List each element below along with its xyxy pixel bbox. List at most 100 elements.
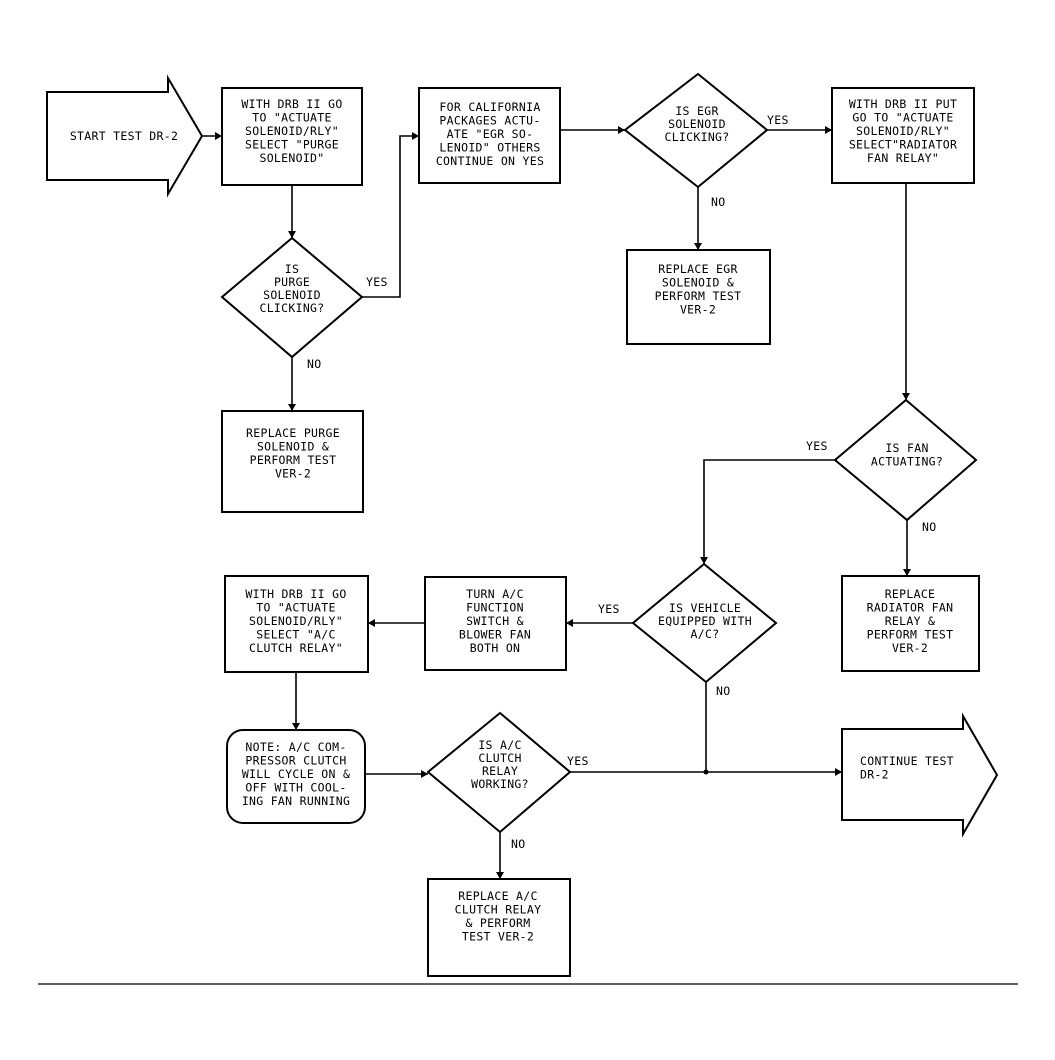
label-line: TO "ACTUATE	[252, 111, 331, 125]
label-line: CLUTCH RELAY	[455, 903, 542, 917]
replace-clutch-box	[427, 878, 571, 977]
arrowhead	[835, 768, 842, 776]
label-line: REPLACE	[885, 587, 936, 601]
arrowhead	[412, 132, 419, 140]
actuate-ac-box	[224, 575, 369, 673]
label-line: PERFORM TEST	[867, 628, 954, 642]
label-line: LENOID" OTHERS	[439, 141, 540, 155]
label-line: FAN RELAY"	[867, 151, 939, 165]
label-line: WITH DRB II PUT	[849, 97, 957, 111]
arrowhead	[903, 569, 911, 576]
arrowhead	[496, 872, 504, 879]
arrowhead	[566, 619, 573, 627]
label-line: & PERFORM	[465, 916, 530, 930]
label-line: CONTINUE TEST	[860, 754, 954, 768]
label-line: SOLENOID"	[259, 151, 324, 165]
arrowhead	[700, 557, 708, 564]
egr-no-label: NO	[711, 195, 725, 209]
fan-decision-diamond	[833, 398, 978, 522]
arrowheads	[215, 126, 911, 879]
label-line: SOLENOID &	[257, 440, 329, 454]
replace-purge-box	[221, 410, 364, 513]
label-line: WORKING?	[471, 777, 529, 791]
label-line: CLUTCH RELAY"	[249, 641, 343, 655]
vehicle-decision-diamond	[631, 562, 778, 684]
start-arrow-shape	[46, 74, 204, 198]
label-line: ATE "EGR SO-	[447, 127, 534, 141]
label-line: TO "ACTUATE	[256, 601, 335, 615]
label-line: SWITCH &	[466, 614, 524, 628]
label-line: EQUIPPED WITH	[658, 614, 752, 628]
label-line: SOLENOID/RLY"	[245, 124, 339, 138]
junction-dot	[703, 769, 709, 775]
label-line: BLOWER FAN	[459, 628, 531, 642]
label-line: PRESSOR CLUTCH	[245, 754, 346, 768]
label-line: BOTH ON	[470, 641, 521, 655]
label-line: SELECT"RADIATOR	[849, 138, 957, 152]
label-line: IS A/C	[478, 738, 521, 752]
label-line: SOLENOID &	[662, 276, 734, 290]
label-line: SOLENOID	[263, 288, 321, 302]
replace-fan-box	[841, 575, 980, 672]
label-line: CLICKING?	[259, 301, 324, 315]
arrowhead	[288, 231, 296, 238]
label-line: NOTE: A/C COM-	[245, 740, 346, 754]
actuate-purge-box	[221, 87, 363, 186]
arrowhead	[618, 126, 625, 134]
label-line: DR-2	[860, 768, 889, 782]
connector-dfan-dvehicle	[703, 459, 835, 564]
label-line: VER-2	[275, 467, 311, 481]
label-line: RADIATOR FAN	[867, 601, 954, 615]
end-arrow-shape	[841, 712, 999, 838]
label-line: REPLACE PURGE	[246, 426, 340, 440]
label-line: TEST VER-2	[462, 930, 534, 944]
label-line: SOLENOID/RLY"	[856, 124, 950, 138]
label-line: FOR CALIFORNIA	[439, 100, 540, 114]
label-line: PACKAGES ACTU-	[439, 114, 540, 128]
arrowhead	[292, 723, 300, 730]
label-line: IS VEHICLE	[669, 601, 741, 615]
label-line: ACTUATING?	[871, 455, 943, 469]
vehicle-yes-label: YES	[598, 602, 620, 616]
arrowhead	[368, 619, 375, 627]
label-line: TURN A/C	[466, 587, 524, 601]
arrowhead	[288, 404, 296, 411]
clutch-decision-diamond	[426, 711, 572, 834]
egr-yes-label: YES	[767, 113, 789, 127]
label-line: A/C?	[691, 627, 720, 641]
label-line: OFF WITH COOL-	[245, 781, 346, 795]
label-line: SELECT "A/C	[256, 628, 335, 642]
label-line: GO TO "ACTUATE	[852, 111, 953, 125]
label-line: VER-2	[680, 303, 716, 317]
label-line: CONTINUE ON YES	[436, 154, 544, 168]
label-line: IS FAN	[885, 441, 928, 455]
start-label: START TEST DR-2	[70, 129, 178, 143]
label-line: SELECT "PURGE	[245, 138, 339, 152]
label-line: WITH DRB II GO	[245, 587, 346, 601]
arrowhead	[215, 132, 222, 140]
label-line: RELAY &	[885, 614, 936, 628]
california-box	[418, 87, 561, 184]
arrowhead	[694, 243, 702, 250]
clutch-no-label: NO	[511, 837, 525, 851]
fan-no-label: NO	[922, 520, 936, 534]
vehicle-no-label: NO	[716, 684, 730, 698]
label-line: VER-2	[892, 641, 928, 655]
purge-yes-label: YES	[366, 275, 388, 289]
label-line: CLICKING?	[664, 130, 729, 144]
label-line: FUNCTION	[466, 601, 524, 615]
